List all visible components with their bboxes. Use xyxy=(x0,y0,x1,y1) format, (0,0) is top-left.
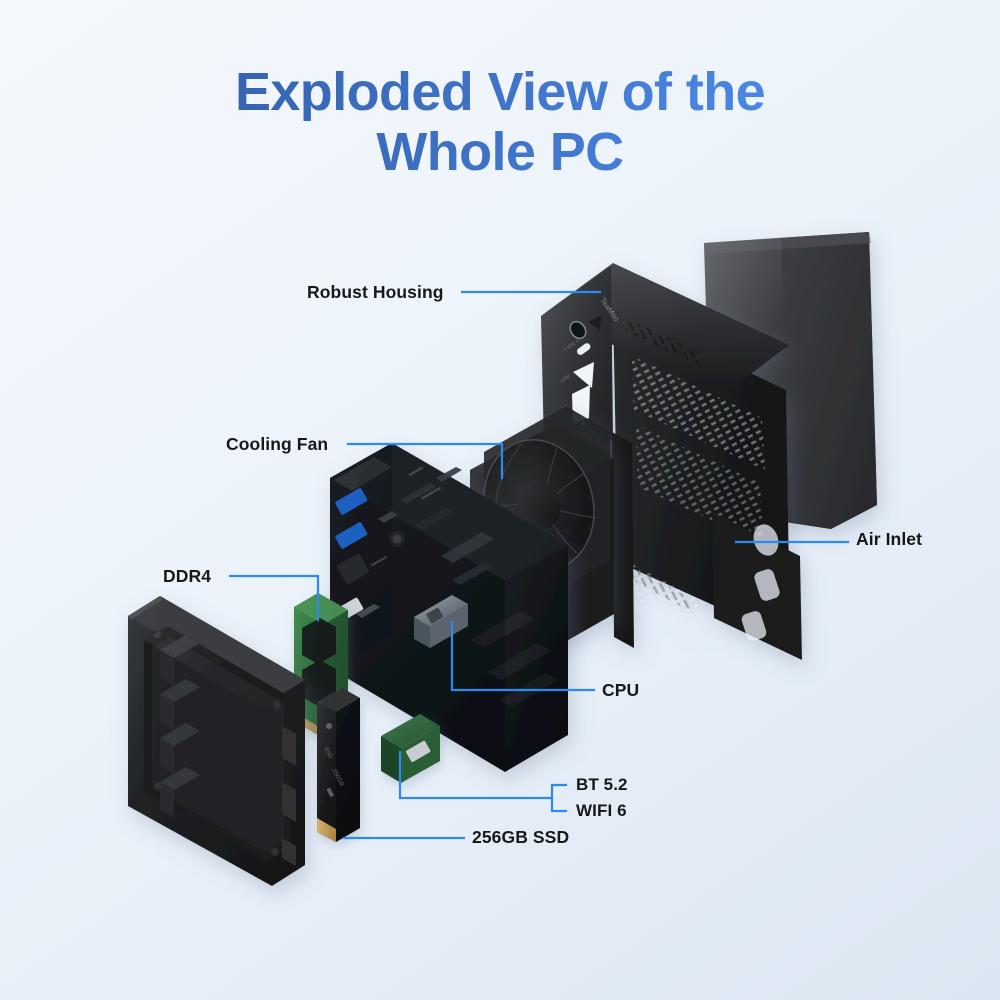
leader-wireless-stem xyxy=(398,750,554,800)
audio-jack-port xyxy=(569,320,587,340)
callout-label-cooling-fan: Cooling Fan xyxy=(226,434,329,454)
leader-cooling-fan xyxy=(346,442,504,480)
callout-label-air-inlet: Air Inlet xyxy=(856,529,923,549)
leader-cpu xyxy=(450,620,596,692)
usb-c-port xyxy=(576,343,591,355)
bottom-cover xyxy=(128,596,305,886)
leader-ddr4 xyxy=(228,574,320,622)
leader-lines xyxy=(228,290,850,840)
io-icon-glyph xyxy=(588,316,601,330)
callout-label-ssd: 256GB SSD xyxy=(472,827,570,847)
svg-text:USB: USB xyxy=(560,373,573,384)
callout-label-ddr4: DDR4 xyxy=(163,566,212,586)
wireless-card xyxy=(381,714,440,783)
cpu-chip xyxy=(414,595,468,648)
callout-label-cpu: CPU xyxy=(602,680,640,700)
callout-label-wifi: WIFI 6 xyxy=(576,801,627,820)
callout-label-bt: BT 5.2 xyxy=(576,775,628,794)
leader-wireless-bracket xyxy=(550,783,568,813)
usb-a-port-1 xyxy=(573,362,594,388)
wireless-chip-label xyxy=(406,740,431,763)
callout-label-robust-housing: Robust Housing xyxy=(307,282,444,302)
ssd-module: SSD 256GB xyxy=(317,688,360,842)
